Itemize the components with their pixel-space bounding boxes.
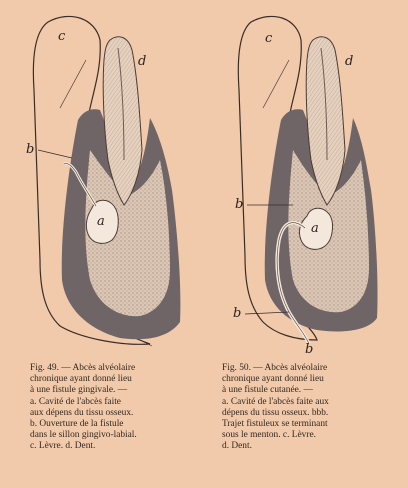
caption-line: a. Cavité de l'abcès faite xyxy=(30,397,205,408)
caption-line: chronique ayant donné lieu xyxy=(30,374,205,385)
caption-line: à une fistule cutanée. — xyxy=(222,385,404,396)
caption-line: a. Cavité de l'abcès faite aux xyxy=(222,397,404,408)
label-c-lip: c xyxy=(58,30,65,43)
caption-line: Fig. 50. — Abcès alvéolaire xyxy=(222,363,404,374)
label-b-fistula: b xyxy=(26,143,34,156)
figure-49-illustration xyxy=(0,0,205,360)
caption-line: Fig. 49. — Abcès alvéolaire xyxy=(30,363,205,374)
caption-line: Trajet fistuleux se terminant xyxy=(222,419,404,430)
label-a-cavity: a xyxy=(97,215,105,228)
caption-line: dans le sillon gingivo-labial. xyxy=(30,430,205,441)
label-d-tooth: d xyxy=(345,55,353,68)
label-b-fistula-bottom: b xyxy=(305,343,313,356)
caption-line: sous le menton. c. Lèvre. xyxy=(222,430,404,441)
figure-50-caption: Fig. 50. — Abcès alvéolaire chronique ay… xyxy=(222,363,404,453)
caption-line: chronique ayant donné lieu xyxy=(222,374,404,385)
caption-line: aux dépens du tissu osseux. xyxy=(30,408,205,419)
caption-line: b. Ouverture de la fistule xyxy=(30,419,205,430)
label-b-fistula-lower: b xyxy=(233,307,241,320)
caption-line: d. Dent. xyxy=(222,441,404,452)
label-c-lip: c xyxy=(265,32,272,45)
label-a-cavity: a xyxy=(311,222,319,235)
caption-line: dépens du tissu osseux. bbb. xyxy=(222,408,404,419)
figure-50: c d b b b a xyxy=(205,0,408,360)
figure-49-caption: Fig. 49. — Abcès alvéolaire chronique ay… xyxy=(30,363,205,453)
label-d-tooth: d xyxy=(138,55,146,68)
caption-line: c. Lèvre. d. Dent. xyxy=(30,441,205,452)
label-b-fistula-upper: b xyxy=(235,198,243,211)
figure-49: c d b a xyxy=(0,0,205,360)
caption-line: à une fistule gingivale. — xyxy=(30,385,205,396)
